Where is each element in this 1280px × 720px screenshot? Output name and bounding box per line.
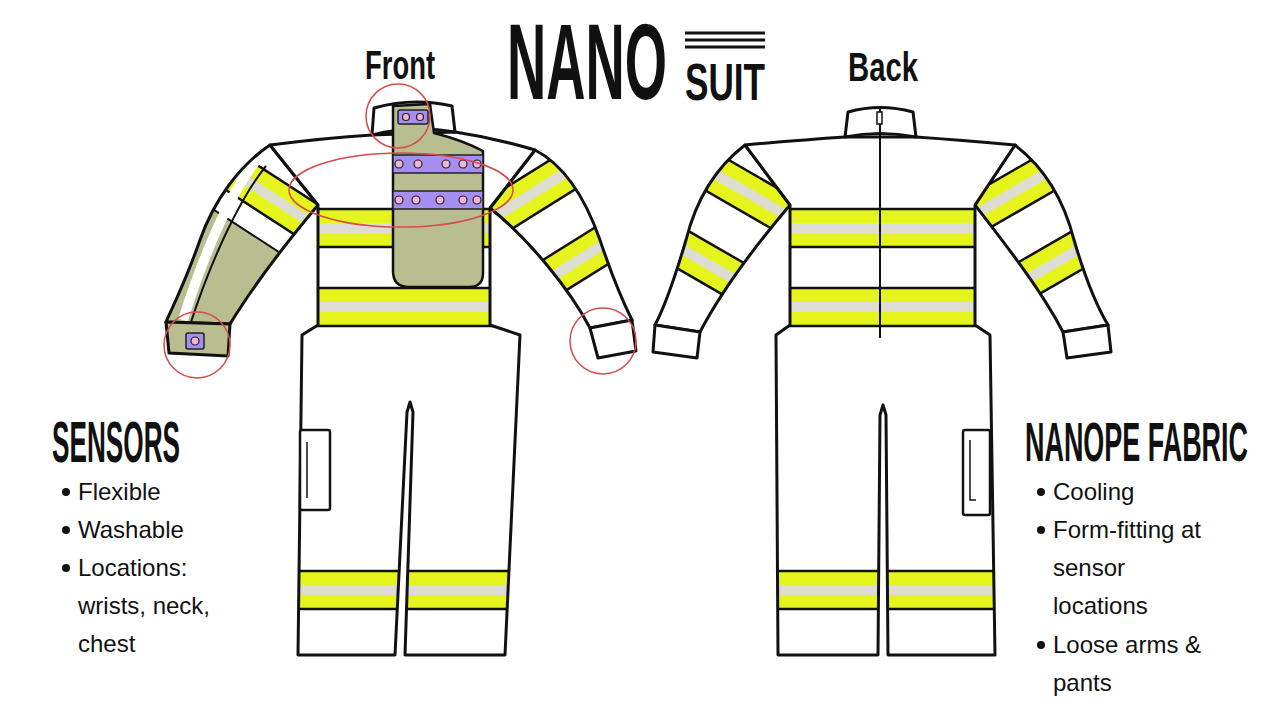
- sensor-highlight-part: [366, 84, 430, 148]
- bullet-dot: [1037, 488, 1045, 496]
- back-suit-part-part: [622, 288, 1142, 326]
- sensor-strap-part: [398, 110, 428, 124]
- bullet-item-slot: Locations: wrists, neck, chest: [78, 549, 243, 663]
- back-suit-part: [879, 108, 881, 338]
- back-suit-part: [970, 440, 976, 500]
- sensor-strap-part: [414, 160, 422, 168]
- sensor-strap-part: [403, 114, 410, 121]
- back-suit-part: [877, 112, 882, 124]
- bullet-item: Washable: [78, 511, 243, 549]
- logo-lines-part: [685, 46, 765, 49]
- sensor-strap-part: [393, 191, 483, 209]
- section-heading-slot: NANOPE FABRIC: [1025, 414, 1280, 470]
- back-suit-part: [653, 325, 700, 358]
- section-heading: SENSORS: [52, 414, 180, 471]
- bullet-item: Flexible: [78, 473, 243, 511]
- front-suit-part: [306, 442, 308, 498]
- front-suit-part-part: [144, 288, 664, 326]
- sensor-highlight-part: [164, 312, 230, 378]
- view-label-slot: Front: [365, 45, 467, 85]
- logo-title-slot: NANO: [507, 9, 822, 116]
- sensor-highlight-part: [570, 308, 636, 374]
- sensor-strap-part: [417, 114, 424, 121]
- logo-lines-part: [685, 32, 765, 35]
- sensor-strap-part: [395, 160, 403, 168]
- logo-lines-part: [685, 39, 765, 42]
- bullet-item: Cooling: [1053, 473, 1218, 511]
- front-suit-part: [300, 430, 330, 510]
- bullet-item-slot: Cooling: [1053, 473, 1218, 511]
- view-label-slot: Back: [848, 47, 944, 87]
- front-suit-part: [590, 320, 636, 358]
- bullet-item-slot: Washable: [78, 511, 243, 549]
- sensor-strap-part: [442, 160, 450, 168]
- sensor-strap-part: [473, 196, 481, 204]
- bullet-item-slot: Flexible: [78, 473, 243, 511]
- bullet-dot: [1037, 641, 1045, 649]
- logo-subtitle: SUIT: [685, 56, 765, 108]
- bullet-item-slot: Loose arms & pants: [1053, 626, 1218, 702]
- logo-subtitle-slot: SUIT: [685, 56, 803, 108]
- front-suit-part: [393, 104, 483, 287]
- view-label: Back: [848, 47, 918, 87]
- back-suit: [483, 54, 1277, 655]
- sensor-strap-part: [459, 160, 467, 168]
- logo-lines: [685, 33, 765, 47]
- sensor-strap-part: [395, 196, 403, 204]
- back-suit-part: [963, 430, 990, 515]
- sensor-highlight-part: [289, 153, 513, 227]
- front-suit-part: [166, 322, 230, 356]
- bullet-item: Locations: wrists, neck, chest: [78, 549, 243, 663]
- view-label: Front: [365, 45, 435, 85]
- sensor-strap-part: [393, 155, 483, 173]
- bullet-item: Form-fitting at sensor locations: [1053, 511, 1218, 625]
- bullet-dot: [62, 526, 70, 534]
- back-suit-part: [1063, 325, 1111, 358]
- bullet-dot: [1037, 526, 1045, 534]
- bullet-item: Loose arms & pants: [1053, 626, 1218, 702]
- section-heading-slot: SENSORS: [52, 414, 331, 471]
- back-suit-part-part: [622, 209, 1142, 247]
- bullet-dot: [62, 564, 70, 572]
- bullet-dot: [62, 488, 70, 496]
- sensor-strap-part: [412, 196, 420, 204]
- front-suit-part: [186, 333, 204, 349]
- logo-title: NANO: [507, 9, 667, 116]
- sensor-strap-part: [436, 196, 444, 204]
- sensor-strap: [393, 110, 483, 209]
- section-heading: NANOPE FABRIC: [1025, 414, 1248, 470]
- sensor-highlight: [164, 84, 636, 378]
- bullet-item-slot: Form-fitting at sensor locations: [1053, 511, 1218, 625]
- front-suit-part-part: [191, 166, 266, 322]
- front-suit-part: [191, 337, 199, 345]
- sensor-strap-part: [459, 196, 467, 204]
- front-suit-part-part: [144, 571, 664, 609]
